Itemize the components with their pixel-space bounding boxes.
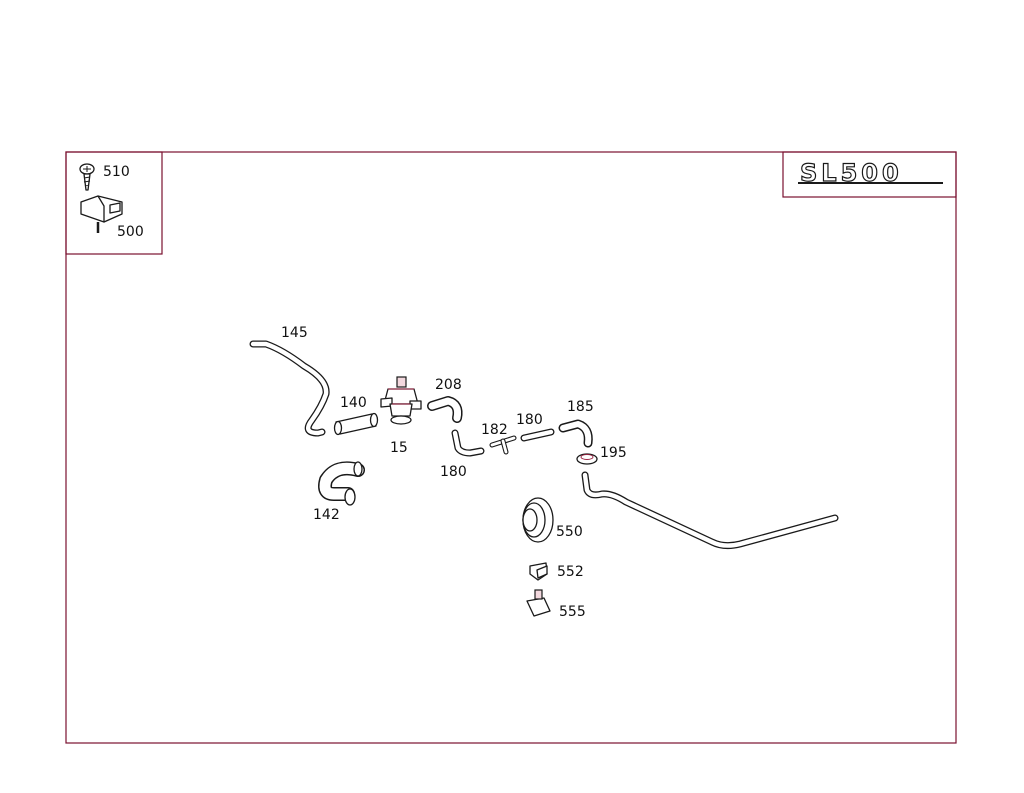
clamp-195 xyxy=(576,453,598,465)
elbow-180-lower xyxy=(451,429,485,457)
callout-550: 550 xyxy=(556,524,583,540)
badge-frame xyxy=(782,151,957,198)
diagram-frame xyxy=(65,151,957,744)
inset-label-500: 500 xyxy=(117,224,144,240)
screw-icon xyxy=(79,163,95,191)
callout-195: 195 xyxy=(600,445,627,461)
elbow-208 xyxy=(427,396,463,423)
clip-555 xyxy=(526,589,551,617)
callout-180-upper: 180 xyxy=(516,412,543,428)
fastener-inset: 510 500 xyxy=(65,151,163,255)
vacuum-line xyxy=(581,471,839,550)
hose-145 xyxy=(249,340,330,437)
tube-180-upper xyxy=(520,428,555,442)
callout-552: 552 xyxy=(557,564,584,580)
hose-142 xyxy=(318,461,365,506)
grommet-550 xyxy=(522,497,554,543)
badge-text: SL500 xyxy=(800,159,903,187)
connector-182 xyxy=(489,435,517,455)
callout-145: 145 xyxy=(281,325,308,341)
callout-15: 15 xyxy=(390,440,408,456)
inset-label-510: 510 xyxy=(103,164,130,180)
model-badge: SL500 xyxy=(782,151,957,198)
callout-180-lower: 180 xyxy=(440,464,467,480)
hose-140 xyxy=(333,412,379,436)
callout-140: 140 xyxy=(340,395,367,411)
elbow-185 xyxy=(558,419,593,448)
inset-frame xyxy=(65,151,163,255)
clip-552 xyxy=(529,562,548,581)
bracket-icon xyxy=(80,195,123,233)
callout-555: 555 xyxy=(559,604,586,620)
valve-15 xyxy=(380,376,422,425)
callout-185: 185 xyxy=(567,399,594,415)
callout-208: 208 xyxy=(435,377,462,393)
callout-142: 142 xyxy=(313,507,340,523)
callout-182: 182 xyxy=(481,422,508,438)
